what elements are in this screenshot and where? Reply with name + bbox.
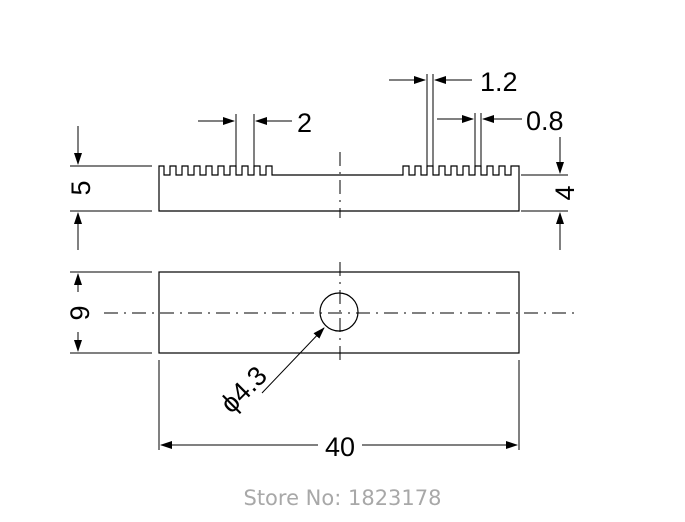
tooth-depth-label: 0.8 xyxy=(526,106,564,136)
dimension-total-height: 5 xyxy=(66,126,152,250)
store-number-text: Store No: 1823178 xyxy=(243,486,442,510)
body-height-label: 4 xyxy=(550,185,580,200)
leader-arrow xyxy=(261,327,325,394)
width-label: 9 xyxy=(65,305,95,320)
tooth-pitch-label: 2 xyxy=(297,108,312,138)
top-view xyxy=(104,262,574,362)
rack-profile-outline xyxy=(158,165,520,212)
total-height-label: 5 xyxy=(66,180,96,195)
dimension-length: 40 xyxy=(158,360,520,462)
dimension-body-height: 4 xyxy=(521,137,580,250)
dimension-tooth-pitch: 2 xyxy=(198,108,312,166)
dimension-tooth-depth: 0.8 xyxy=(437,106,564,166)
dimension-hole-diameter: ϕ4.3 xyxy=(214,327,325,419)
length-label: 40 xyxy=(325,432,355,462)
dimension-width: 9 xyxy=(65,271,152,354)
mounting-hole xyxy=(319,292,359,332)
top-view-outline xyxy=(158,271,520,354)
dimension-tooth-width: 1.2 xyxy=(389,67,518,166)
hole-diameter-label: ϕ4.3 xyxy=(214,360,272,418)
side-view xyxy=(158,152,520,218)
tooth-width-label: 1.2 xyxy=(480,67,518,97)
